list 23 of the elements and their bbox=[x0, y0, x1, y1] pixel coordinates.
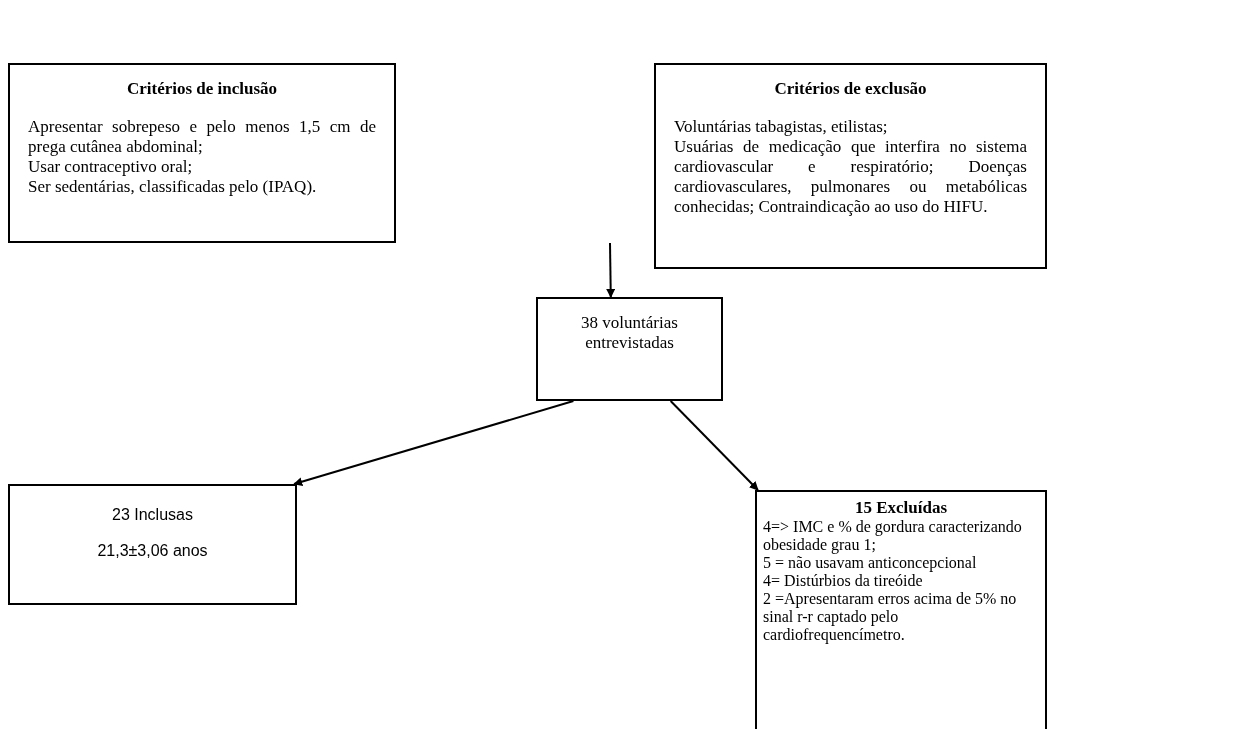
process-box bbox=[536, 297, 723, 401]
box-text: 38 voluntárias entrevistadas bbox=[580, 313, 679, 353]
process-box bbox=[654, 63, 1047, 269]
heading: Critérios de exclusão bbox=[773, 79, 928, 99]
heading: 15 Excluídas bbox=[853, 498, 949, 518]
box-text: 21,3±3,06 anos bbox=[96, 542, 209, 560]
exclusion-reason: 4= Distúrbios da tireóide bbox=[763, 572, 924, 590]
exclusion-reason: 5 = não usavam anticoncepcional bbox=[763, 554, 978, 572]
process-box bbox=[8, 63, 396, 243]
box-text: 23 Inclusas bbox=[111, 506, 194, 524]
process-box bbox=[8, 484, 297, 605]
criteria-text: Voluntárias tabagistas, etilistas; bbox=[674, 117, 889, 137]
criteria-text: Usuárias de medicação que interfira no sistema cardiovascular e respiratório; Doenças cardiovasculares, pulmonares ou metabólicas conhecidas; Contraindicação ao uso do HIFU. bbox=[674, 137, 1027, 217]
heading: Critérios de inclusão bbox=[125, 79, 279, 99]
criteria-text: Ser sedentárias, classificadas pelo (IPAQ). bbox=[28, 177, 318, 197]
arrow bbox=[293, 400, 575, 486]
arrow bbox=[669, 400, 759, 491]
arrow bbox=[606, 242, 616, 298]
criteria-text: Apresentar sobrepeso e pelo menos 1,5 cm de prega cutânea abdominal; bbox=[28, 117, 376, 157]
exclusion-reason: 2 =Apresentaram erros acima de 5% no sinal r-r captado pelo cardiofrequencímetro. bbox=[763, 590, 1018, 644]
exclusion-reason: 4=> IMC e % de gordura caracterizando obesidade grau 1; bbox=[763, 518, 1023, 554]
criteria-text: Usar contraceptivo oral; bbox=[28, 157, 194, 177]
process-box bbox=[755, 490, 1047, 729]
